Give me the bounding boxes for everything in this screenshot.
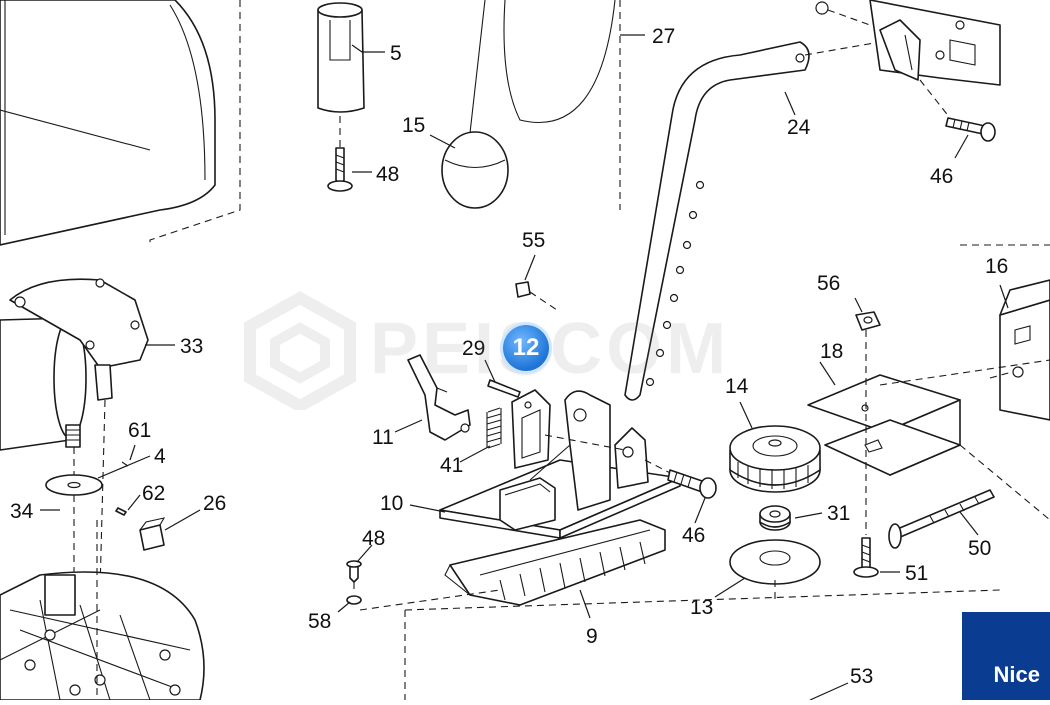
callout-33: 33 bbox=[180, 335, 203, 358]
housing-cover bbox=[0, 0, 241, 246]
part-31-bearing bbox=[759, 505, 791, 531]
leader-lines bbox=[40, 34, 1009, 701]
screw-46-middle bbox=[667, 469, 717, 499]
callout-27: 27 bbox=[652, 25, 675, 48]
callout-15: 15 bbox=[402, 114, 425, 137]
callout-4: 4 bbox=[154, 445, 166, 468]
screw-46-top bbox=[945, 117, 996, 142]
part-24-arm bbox=[624, 41, 881, 401]
screw-48-58-middle bbox=[346, 560, 501, 611]
callout-13: 13 bbox=[690, 596, 713, 619]
callout-9: 9 bbox=[586, 625, 598, 648]
part-11-lever bbox=[407, 354, 471, 441]
callout-31: 31 bbox=[827, 502, 850, 525]
callout-58: 58 bbox=[308, 610, 331, 633]
part-50-bolt bbox=[888, 489, 995, 549]
highlight-badge-12[interactable]: 12 bbox=[503, 325, 549, 371]
part-16-bracket bbox=[989, 279, 1050, 421]
callout-29: 29 bbox=[462, 337, 485, 360]
brand-logo: Nice bbox=[962, 612, 1050, 700]
callout-50: 50 bbox=[968, 537, 991, 560]
callout-46: 46 bbox=[930, 165, 953, 188]
callout-55: 55 bbox=[522, 229, 545, 252]
brand-logo-text: Nice bbox=[993, 662, 1040, 687]
callout-14: 14 bbox=[725, 375, 749, 398]
callout-48-middle: 48 bbox=[362, 527, 385, 550]
callout-26: 26 bbox=[203, 492, 226, 515]
callout-51: 51 bbox=[905, 562, 928, 585]
callout-53: 53 bbox=[850, 665, 873, 688]
small-parts-left bbox=[45, 461, 166, 551]
callout-34: 34 bbox=[10, 500, 34, 523]
guide-dashed-lines bbox=[96, 244, 1050, 700]
callout-16: 16 bbox=[985, 255, 1008, 278]
callout-5: 5 bbox=[390, 42, 402, 65]
callout-24: 24 bbox=[787, 116, 811, 139]
part-18-bracket bbox=[807, 374, 961, 476]
part-5-sleeve bbox=[317, 2, 365, 150]
part-13-washer bbox=[729, 539, 821, 600]
part-10-carriage bbox=[439, 390, 681, 539]
part-15-weight bbox=[441, 0, 621, 210]
part-14-gear bbox=[729, 425, 821, 493]
callout-62: 62 bbox=[142, 482, 165, 505]
part-33-motor bbox=[0, 278, 149, 591]
callout-11: 11 bbox=[372, 426, 394, 449]
base-plate bbox=[0, 571, 205, 701]
callout-48: 48 bbox=[376, 163, 399, 186]
callout-labels: 5 27 15 48 24 46 55 16 56 33 29 18 14 11… bbox=[10, 25, 1008, 688]
part-51-screw bbox=[853, 537, 879, 578]
part-55-nut bbox=[515, 281, 561, 313]
callout-61: 61 bbox=[128, 419, 151, 442]
callout-46-middle: 46 bbox=[682, 524, 705, 547]
callout-56: 56 bbox=[817, 272, 840, 295]
part-9-rack bbox=[444, 519, 666, 606]
callout-10: 10 bbox=[380, 492, 403, 515]
callout-41: 41 bbox=[440, 454, 463, 477]
part-12-slotted-plate bbox=[511, 389, 551, 469]
callout-18: 18 bbox=[820, 340, 843, 363]
screw-48-top bbox=[327, 147, 353, 192]
part-56-nut bbox=[855, 311, 881, 535]
part-41-spring bbox=[486, 379, 521, 449]
top-right-bracket bbox=[815, 0, 1001, 119]
